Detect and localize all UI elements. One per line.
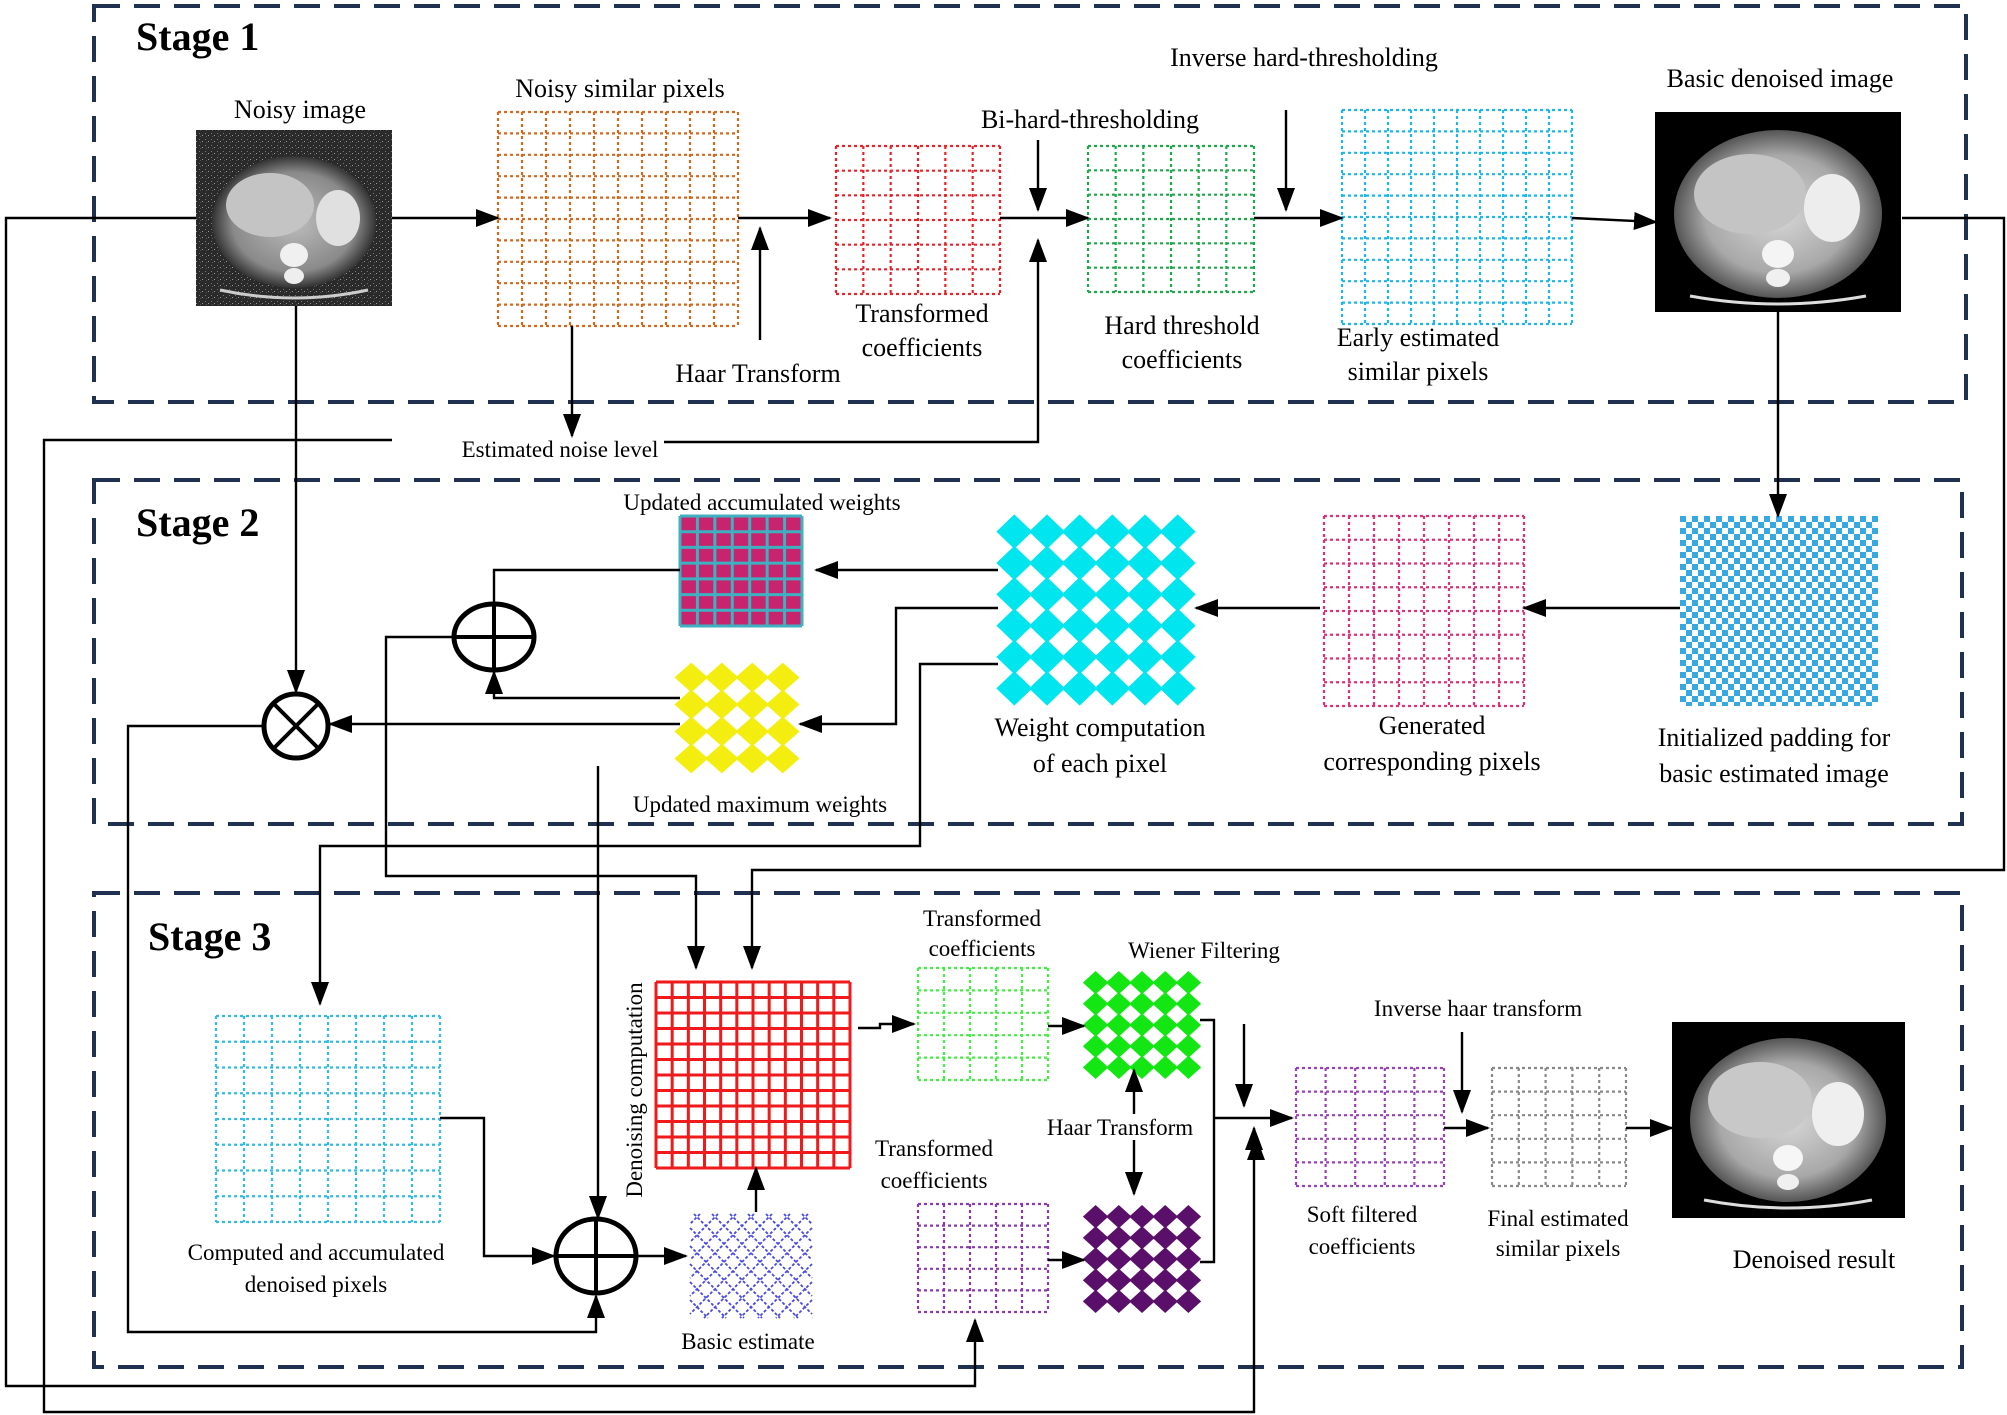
updated-maximum-weights-diamonds — [674, 662, 800, 774]
computed-accumulated-pixels-grid — [214, 1014, 442, 1224]
bi-hard-thresholding-label: Bi-hard-thresholding — [981, 105, 1199, 134]
haar-output-diamonds — [1082, 1204, 1202, 1314]
generated-pixels-grid — [1322, 514, 1526, 708]
early-estimated-label-a: Early estimated — [1337, 323, 1499, 352]
accumulate-plus-operator — [451, 601, 537, 673]
transformed-coefficients-label-3b: coefficients — [929, 936, 1036, 961]
connector-lines — [4, 110, 2006, 1414]
multiply-operator — [261, 691, 331, 761]
noisy-ct-image — [196, 130, 392, 306]
haar-transform-label-1: Haar Transform — [675, 359, 840, 388]
transformed-coefficients-grid-1 — [834, 144, 1002, 296]
transformed-coefficients-label-1b: coefficients — [862, 333, 983, 362]
stage2-frame — [92, 478, 1964, 826]
initialized-padding-label-a: Initialized padding for — [1658, 723, 1891, 752]
hard-threshold-label-b: coefficients — [1122, 345, 1243, 374]
transformed-coefficients-grid-3 — [916, 966, 1050, 1082]
early-estimated-label-b: similar pixels — [1348, 357, 1489, 386]
transformed-coefficients-label-1a: Transformed — [855, 299, 988, 328]
computed-accumulated-label-b: denoised pixels — [245, 1272, 387, 1297]
basic-denoised-image-label: Basic denoised image — [1667, 64, 1894, 93]
generated-pixels-label-a: Generated — [1379, 711, 1486, 740]
transformed-coefficients-label-4b: coefficients — [881, 1168, 988, 1193]
denoising-computation-label: Denoising computation — [622, 982, 647, 1198]
weight-computation-label-b: of each pixel — [1033, 749, 1167, 778]
wiener-filtering-label: Wiener Filtering — [1128, 938, 1280, 963]
hard-threshold-grid — [1086, 144, 1256, 294]
combine-plus-operator — [553, 1216, 639, 1296]
stage1-frame — [92, 4, 1968, 404]
stage3-frame — [92, 891, 1964, 1369]
basic-estimate-grid — [689, 1213, 813, 1319]
final-estimated-label-a: Final estimated — [1487, 1206, 1629, 1231]
noisy-similar-pixels-label: Noisy similar pixels — [515, 74, 724, 103]
denoised-result-ct-image — [1672, 1022, 1905, 1218]
inverse-hard-thresholding-label: Inverse hard-thresholding — [1170, 43, 1438, 72]
hard-threshold-label-a: Hard threshold — [1104, 311, 1259, 340]
updated-accumulated-weights-grid — [678, 514, 804, 628]
early-estimated-grid — [1340, 108, 1574, 326]
soft-filtered-label-b: coefficients — [1309, 1234, 1416, 1259]
initialized-padding-checker — [1680, 516, 1878, 706]
weight-computation-diamonds — [996, 514, 1196, 706]
inverse-haar-transform-label: Inverse haar transform — [1374, 996, 1582, 1021]
soft-filtered-label-a: Soft filtered — [1307, 1202, 1418, 1227]
soft-filtered-grid — [1294, 1066, 1446, 1188]
haar-transform-label-3: Haar Transform — [1047, 1115, 1193, 1140]
estimated-noise-level-label: Estimated noise level — [462, 437, 659, 462]
denoised-result-label: Denoised result — [1733, 1245, 1896, 1274]
final-estimated-label-b: similar pixels — [1496, 1236, 1621, 1261]
basic-estimate-label: Basic estimate — [681, 1329, 815, 1354]
weight-computation-label-a: Weight computation — [995, 713, 1206, 742]
stage1-title: Stage 1 — [136, 14, 259, 59]
stage3-title: Stage 3 — [148, 914, 271, 959]
computed-accumulated-label-a: Computed and accumulated — [188, 1240, 445, 1265]
initialized-padding-label-b: basic estimated image — [1659, 759, 1889, 788]
denoising-computation-grid — [654, 980, 852, 1170]
updated-maximum-weights-label: Updated maximum weights — [633, 792, 887, 817]
transformed-coefficients-label-4a: Transformed — [875, 1136, 993, 1161]
updated-accumulated-weights-label: Updated accumulated weights — [623, 490, 900, 515]
basic-denoised-ct-image — [1655, 112, 1901, 312]
final-estimated-grid — [1490, 1066, 1628, 1188]
generated-pixels-label-b: corresponding pixels — [1323, 747, 1540, 776]
noisy-similar-pixels-grid — [496, 110, 740, 328]
noisy-image-label: Noisy image — [234, 95, 366, 124]
wiener-input-diamonds — [1082, 970, 1202, 1080]
stage2-title: Stage 2 — [136, 500, 259, 545]
transformed-coefficients-label-3a: Transformed — [923, 906, 1041, 931]
transformed-coefficients-grid-4 — [916, 1202, 1050, 1314]
